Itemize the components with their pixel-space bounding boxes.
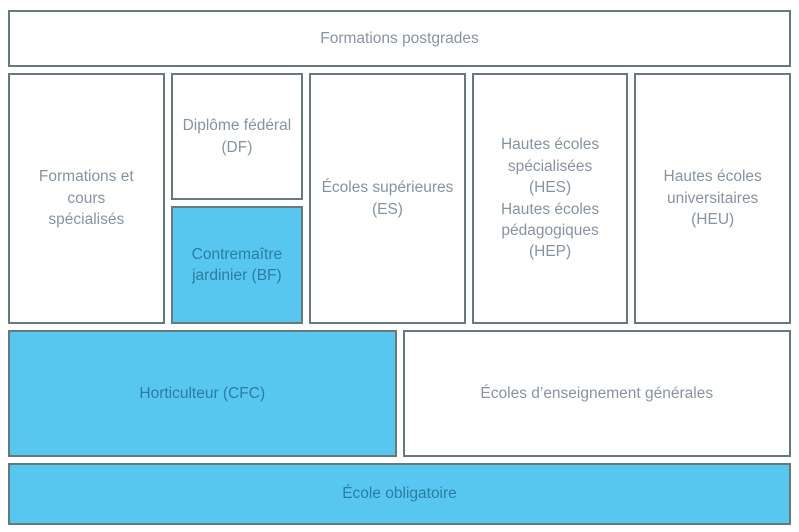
- row-secondary: Horticulteur (CFC) Écoles d’enseignement…: [8, 330, 791, 457]
- box-horticulteur-cfc: Horticulteur (CFC): [8, 330, 397, 457]
- box-hautes-ecoles-hes-hep-label: Hautes écoles spécialisées (HES) Hautes …: [500, 136, 600, 261]
- box-diplome-federal: Diplôme fédéral (DF): [170, 73, 304, 200]
- box-ecoles-superieures-label: Écoles supérieures (ES): [321, 179, 454, 218]
- box-contremaitre-jardinier: Contremaître jardinier (BF): [170, 206, 304, 324]
- row-tertiary: Formations et cours spécialisés Diplôme …: [8, 73, 791, 324]
- box-hautes-ecoles-universitaires-label: Hautes écoles universitaires (HEU): [663, 168, 762, 229]
- box-formations-postgrades-label: Formations postgrades: [320, 29, 479, 47]
- box-ecole-obligatoire: École obligatoire: [8, 463, 791, 525]
- box-hautes-ecoles-hes-hep: Hautes écoles spécialisées (HES) Hautes …: [471, 73, 629, 324]
- box-ecoles-enseignement-generales: Écoles d’enseignement générales: [402, 330, 791, 457]
- box-horticulteur-cfc-label: Horticulteur (CFC): [139, 384, 266, 402]
- box-formations-postgrades: Formations postgrades: [8, 10, 791, 67]
- box-ecoles-superieures: Écoles supérieures (ES): [309, 73, 466, 324]
- box-formations-et-cours-specialises: Formations et cours spécialisés: [8, 73, 165, 324]
- box-hautes-ecoles-universitaires: Hautes écoles universitaires (HEU): [634, 73, 791, 324]
- column-diplome-contremaitre: Diplôme fédéral (DF) Contremaître jardin…: [170, 73, 304, 324]
- box-formations-et-cours-specialises-label: Formations et cours spécialisés: [38, 168, 134, 229]
- box-diplome-federal-label: Diplôme fédéral (DF): [182, 117, 292, 156]
- box-contremaitre-jardinier-label: Contremaître jardinier (BF): [191, 245, 283, 284]
- box-ecoles-enseignement-generales-label: Écoles d’enseignement générales: [480, 384, 714, 402]
- box-ecole-obligatoire-label: École obligatoire: [342, 485, 457, 503]
